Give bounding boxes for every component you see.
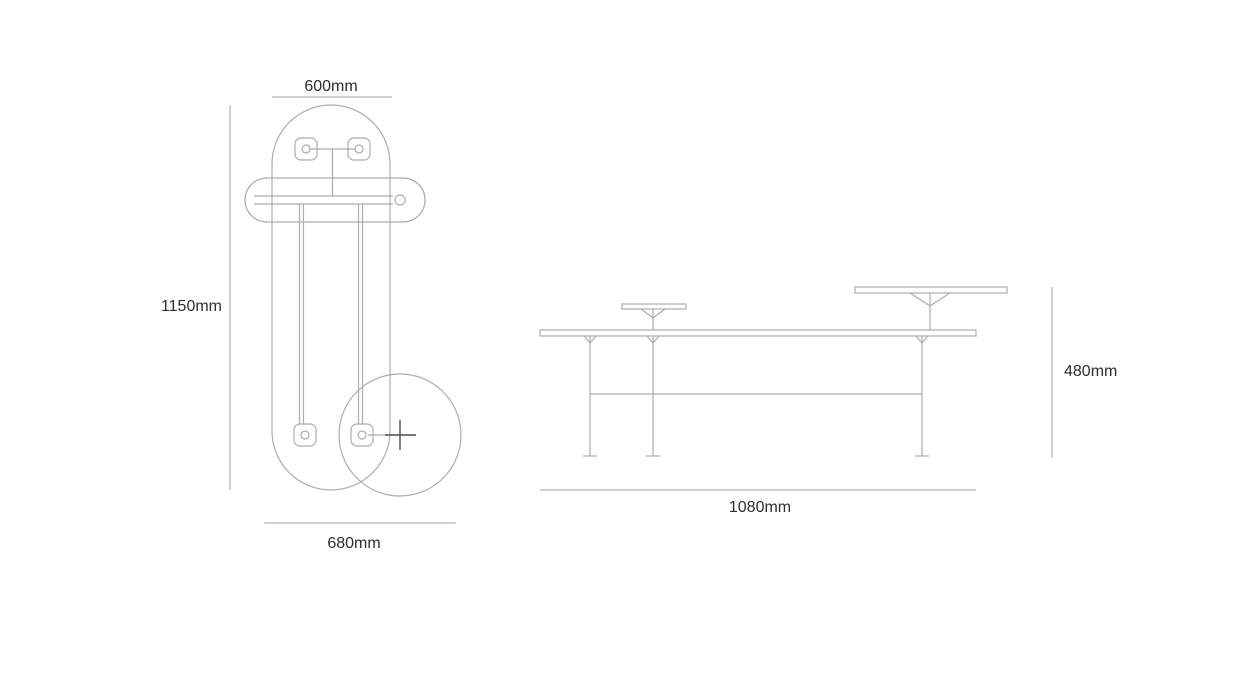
plan-bottom-mount-right-hole: [357, 430, 367, 440]
elevation-view: [539, 286, 1008, 457]
elevation-right-table-gusset-left: [909, 292, 931, 307]
elevation-right-table-gusset-right: [929, 292, 951, 307]
elevation-bracket-right-a: [915, 335, 923, 344]
plan-bench-top-pill: [244, 177, 426, 223]
elevation-bracket-middle-b: [652, 335, 660, 344]
dim-label-elevation-width: 1080mm: [729, 499, 791, 516]
plan-top-mount-right-hole: [354, 144, 364, 154]
elevation-right-table-top: [854, 286, 1008, 294]
dim-label-plan-top-width: 600mm: [304, 78, 357, 95]
dim-label-elevation-height: 480mm: [1064, 363, 1117, 380]
plan-bottom-mount-left: [293, 423, 317, 447]
dim-label-plan-length: 1150mm: [161, 298, 222, 315]
plan-pill-hole: [394, 194, 406, 206]
plan-seat-circle: [338, 373, 462, 497]
elevation-mid-table-top: [621, 303, 687, 310]
plan-bottom-mount-left-hole: [300, 430, 310, 440]
dimension-labels: 600mm 1150mm 680mm 1080mm 480mm: [161, 78, 1117, 552]
elevation-bracket-left-a: [583, 335, 591, 344]
elevation-mid-table-gusset-left: [640, 308, 654, 319]
elevation-mid-table-gusset-right: [652, 308, 666, 319]
elevation-bracket-right-b: [921, 335, 929, 344]
plan-top-mount-left-hole: [301, 144, 311, 154]
elevation-main-top: [539, 329, 977, 337]
plan-view: [244, 104, 462, 497]
plan-outline-stadium: [271, 104, 391, 491]
dimension-lines: [229, 96, 1053, 524]
plan-seat-center-cross: [385, 420, 416, 450]
elevation-bracket-left-b: [589, 335, 597, 344]
elevation-bracket-middle-a: [646, 335, 654, 344]
dim-label-plan-bottom-width: 680mm: [327, 535, 380, 552]
